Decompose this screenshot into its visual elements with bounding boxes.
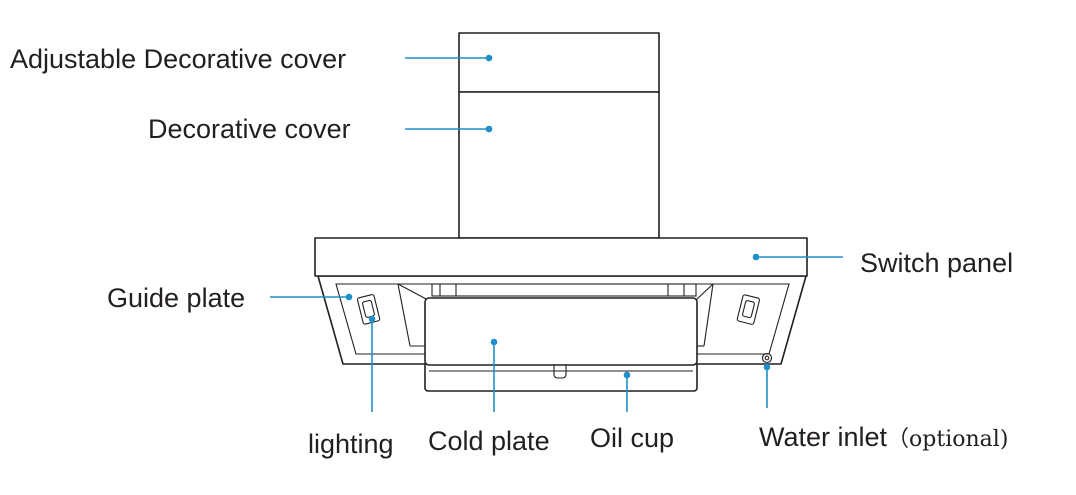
leader-dot [345, 293, 353, 301]
label-cold-plate: Cold plate [428, 426, 550, 456]
label-water-inlet-text: Water inlet [759, 422, 888, 452]
switch-panel-shape [314, 237, 808, 277]
water-inlet-shape [761, 352, 773, 364]
label-water-inlet-note: （optional) [887, 427, 1009, 452]
leader-dot [485, 125, 493, 133]
label-water-inlet: Water inlet（optional) [759, 424, 1008, 451]
interior-edge [695, 283, 714, 301]
back-slot [431, 283, 697, 297]
leader-dot [623, 371, 631, 379]
label-switch-panel: Switch panel [860, 248, 1014, 278]
decorative-cover-shape [458, 91, 660, 239]
label-decorative-cover: Decorative cover [148, 114, 351, 144]
label-adjustable-cover: Adjustable Decorative cover [10, 44, 347, 74]
light-right [736, 294, 761, 325]
label-guide-plate: Guide plate [107, 283, 246, 313]
label-oil-cup: Oil cup [590, 423, 675, 453]
interior-edge [397, 283, 411, 347]
oil-cup-notch [553, 361, 567, 379]
cold-plate-shape [424, 297, 698, 366]
leader-dot [752, 253, 760, 261]
leader-dot [485, 54, 493, 62]
adjustable-cover-shape [458, 32, 660, 93]
leader-dot [490, 338, 498, 346]
interior-edge [397, 283, 429, 301]
leader-dot [763, 363, 771, 371]
leader-dot [368, 315, 376, 323]
interior-edge [703, 283, 714, 347]
label-lighting: lighting [308, 429, 394, 459]
